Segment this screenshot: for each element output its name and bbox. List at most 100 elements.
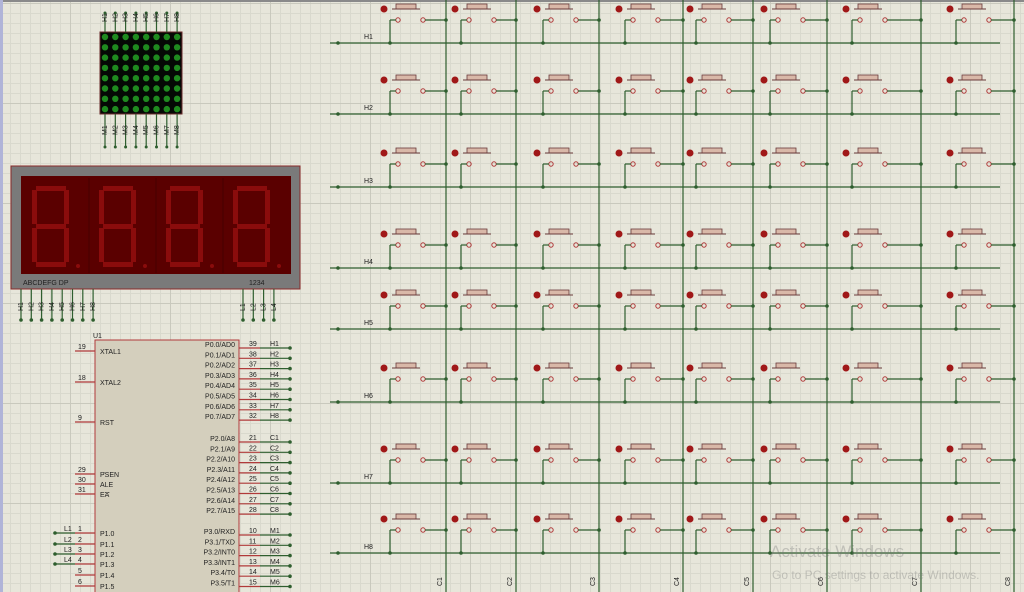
keypad-button[interactable] <box>760 362 806 382</box>
net-label: H2 <box>270 351 279 358</box>
junction-dot <box>288 366 292 371</box>
keypad-button[interactable] <box>615 3 661 23</box>
junction-dot <box>288 502 292 506</box>
keypad-button[interactable] <box>451 74 497 94</box>
keypad-button[interactable] <box>380 3 426 23</box>
keypad-button[interactable] <box>533 74 579 94</box>
button-cap <box>701 147 723 154</box>
button-cap <box>701 513 723 520</box>
keypad-button[interactable] <box>946 443 992 463</box>
row-label: H5 <box>364 320 373 327</box>
keypad-button[interactable] <box>686 513 732 533</box>
keypad-button[interactable] <box>842 3 888 23</box>
keypad-button[interactable] <box>533 289 579 309</box>
junction-dot <box>70 318 75 322</box>
keypad-button[interactable] <box>615 228 661 248</box>
keypad-button[interactable] <box>451 147 497 167</box>
button-led <box>760 445 768 453</box>
keypad-button[interactable] <box>451 362 497 382</box>
button-contact <box>395 457 401 463</box>
keypad-button[interactable] <box>842 362 888 382</box>
junction-dot <box>53 552 57 556</box>
keypad-button[interactable] <box>686 3 732 23</box>
junction-dot <box>288 533 292 537</box>
keypad-button[interactable] <box>380 289 426 309</box>
keypad-button[interactable] <box>380 443 426 463</box>
keypad-button[interactable] <box>686 147 732 167</box>
keypad-button[interactable] <box>533 147 579 167</box>
keypad-button[interactable] <box>615 362 661 382</box>
keypad-button[interactable] <box>615 289 661 309</box>
keypad-button[interactable] <box>842 443 888 463</box>
keypad-button[interactable] <box>380 147 426 167</box>
keypad-button[interactable] <box>533 228 579 248</box>
button-contact <box>857 242 863 248</box>
keypad-button[interactable] <box>451 228 497 248</box>
keypad-button[interactable] <box>615 513 661 533</box>
keypad-button[interactable] <box>380 513 426 533</box>
keypad-button[interactable] <box>946 513 992 533</box>
segment <box>32 190 37 224</box>
keypad-button[interactable] <box>533 443 579 463</box>
keypad-button[interactable] <box>760 443 806 463</box>
net-label: H3 <box>270 362 279 369</box>
keypad-button[interactable] <box>686 289 732 309</box>
keypad-button[interactable] <box>946 147 992 167</box>
keypad-button[interactable] <box>451 289 497 309</box>
net-label: C7 <box>270 497 279 504</box>
keypad-button[interactable] <box>451 443 497 463</box>
keypad-button[interactable] <box>946 74 992 94</box>
junction-dot <box>336 41 340 45</box>
button-led <box>451 76 459 84</box>
keypad-button[interactable] <box>842 147 888 167</box>
junction-dot <box>53 542 57 546</box>
mcu-ref: U1 <box>93 333 102 340</box>
button-contact <box>573 17 579 23</box>
keypad-button[interactable] <box>686 362 732 382</box>
mcu-body[interactable] <box>94 339 240 592</box>
net-label: C1 <box>270 435 279 442</box>
keypad-button[interactable] <box>946 289 992 309</box>
pin-name: P2.0/A8 <box>210 436 235 443</box>
keypad-button[interactable] <box>533 3 579 23</box>
keypad-button[interactable] <box>380 228 426 248</box>
button-cap <box>548 147 570 154</box>
keypad-button[interactable] <box>842 228 888 248</box>
keypad-button[interactable] <box>760 228 806 248</box>
keypad-button[interactable] <box>946 3 992 23</box>
keypad-button[interactable] <box>842 513 888 533</box>
keypad-button[interactable] <box>760 147 806 167</box>
junction-dot <box>29 318 34 322</box>
keypad-button[interactable] <box>946 362 992 382</box>
keypad-button[interactable] <box>533 513 579 533</box>
keypad-button[interactable] <box>686 74 732 94</box>
keypad-button[interactable] <box>380 74 426 94</box>
keypad-button[interactable] <box>615 74 661 94</box>
button-contact <box>573 161 579 167</box>
matrix-top-pin-label: H8 <box>174 13 181 22</box>
keypad-button[interactable] <box>451 513 497 533</box>
keypad-button[interactable] <box>760 3 806 23</box>
button-cap <box>466 228 488 235</box>
keypad-button[interactable] <box>760 74 806 94</box>
keypad-button[interactable] <box>760 513 806 533</box>
keypad-button[interactable] <box>451 3 497 23</box>
keypad-button[interactable] <box>946 228 992 248</box>
keypad-button[interactable] <box>760 289 806 309</box>
keypad-button[interactable] <box>615 147 661 167</box>
keypad-button[interactable] <box>686 228 732 248</box>
keypad-button[interactable] <box>686 443 732 463</box>
matrix-top-pin-label: H6 <box>154 13 161 22</box>
net-label: M2 <box>270 538 280 545</box>
keypad-button[interactable] <box>842 74 888 94</box>
led-dot <box>132 64 140 72</box>
junction-dot <box>751 304 755 308</box>
pin-name: P2.2/A10 <box>206 457 235 464</box>
button-contact <box>548 303 554 309</box>
keypad-button[interactable] <box>842 289 888 309</box>
led-matrix[interactable] <box>99 31 183 115</box>
keypad-button[interactable] <box>380 362 426 382</box>
keypad-button[interactable] <box>533 362 579 382</box>
keypad-button[interactable] <box>615 443 661 463</box>
